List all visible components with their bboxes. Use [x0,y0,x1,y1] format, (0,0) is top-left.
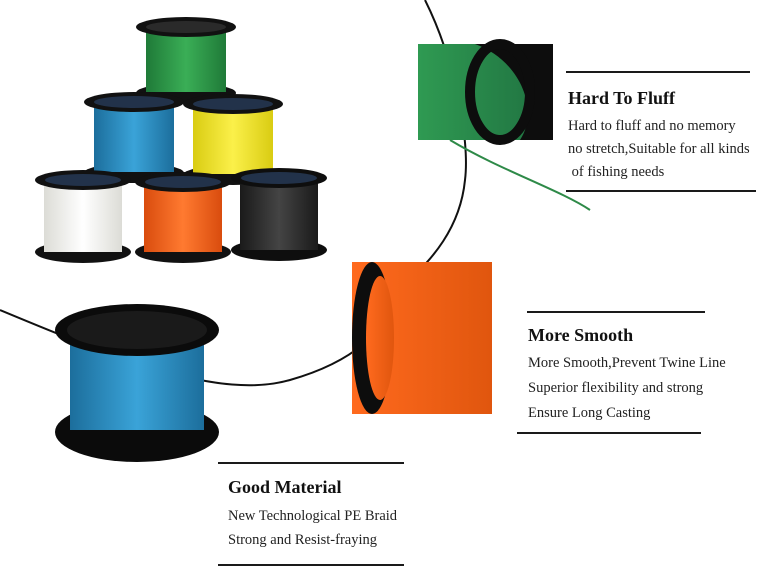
orange-line-closeup [352,262,492,414]
feature-2-bottom-rule [517,432,701,434]
feature-2-line-3: Ensure Long Casting [528,405,651,421]
black-spool [231,168,327,261]
green-spool [136,17,236,103]
feature-1-line-3: of fishing needs [568,164,665,180]
feature-2-top-rule [527,311,705,313]
yellow-spool [183,94,283,185]
feature-2-title: More Smooth [528,325,634,345]
feature-2-line-1: More Smooth,Prevent Twine Line [528,355,726,371]
feature-1-title: Hard To Fluff [568,88,676,108]
feature-3-top-rule [218,462,404,464]
feature-1-line-2: no stretch,Suitable for all kinds [568,141,750,157]
feature-3-title: Good Material [228,477,342,497]
blue-spool [84,92,184,183]
feature-1-bottom-rule [566,190,756,192]
feature-1-line-1: Hard to fluff and no memory [568,118,736,134]
feature-1-top-rule [566,71,750,73]
feature-3-line-2: Strong and Resist-fraying [228,532,378,548]
green-line-closeup [418,39,591,211]
feature-2-line-2: Superior flexibility and strong [528,380,704,396]
feature-3-line-1: New Technological PE Braid [228,508,398,524]
large-blue-spool [55,304,219,462]
white-spool [35,170,131,263]
feature-3-bottom-rule [218,564,404,566]
orange-spool [135,172,231,263]
